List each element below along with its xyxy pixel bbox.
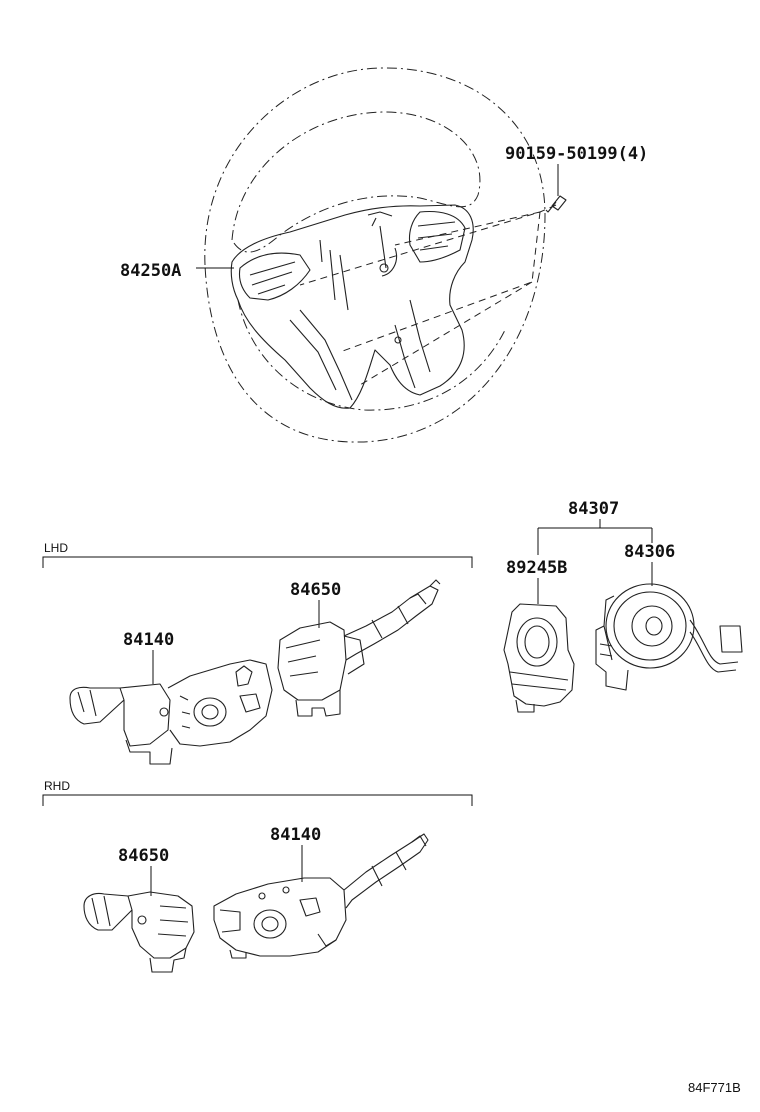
lhd-section-label: LHD xyxy=(44,541,68,555)
lhd-combination-switch-left xyxy=(69,659,273,765)
lhd-combo-switch-left-part-number: 84140 xyxy=(123,630,174,650)
bolt-part-number: 90159-50199(4) xyxy=(505,144,648,164)
installation-lines xyxy=(299,204,557,386)
lhd-combination-switch-right xyxy=(277,579,441,717)
bolt-icon xyxy=(545,195,567,213)
steering-pad xyxy=(230,204,474,409)
steering-sensor xyxy=(503,603,575,713)
rhd-combination-switch-left xyxy=(83,891,195,973)
spiral-cable-part-number: 84306 xyxy=(624,542,675,562)
figure-reference: 84F771B xyxy=(688,1080,741,1095)
pad-part-number: 84250A xyxy=(120,261,181,281)
rhd-combo-switch-left-part-number: 84650 xyxy=(118,846,169,866)
sensor-part-number: 89245B xyxy=(506,558,567,578)
rhd-combo-switch-right-part-number: 84140 xyxy=(270,825,321,845)
spiral-assy-part-number: 84307 xyxy=(568,499,619,519)
lhd-combo-switch-right-part-number: 84650 xyxy=(290,580,341,600)
rhd-combination-switch-right xyxy=(213,833,429,959)
spiral-cable xyxy=(595,583,743,691)
steering-wheel xyxy=(204,67,546,443)
rhd-section-label: RHD xyxy=(44,779,70,793)
